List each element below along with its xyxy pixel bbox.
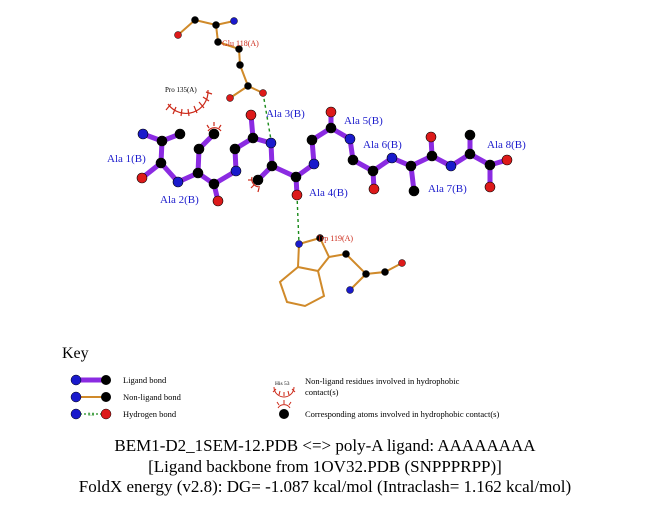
nonligand-residue-labels: Glu 118(A) Pro 135(A) Trp 119(A) [165,39,353,243]
label-trp-119: Trp 119(A) [317,234,353,243]
atom-n [137,128,149,140]
atom-o [174,31,182,39]
atom-n [445,160,457,172]
hydrogen-bonds [262,92,300,245]
key-hydrophobic-residue: His 53 Non-ligand residues involved in h… [272,376,460,398]
atom-n [308,158,320,170]
atom-c [192,167,204,179]
atom-n [386,152,398,164]
atom-c [174,128,186,140]
key-hydrogen-bond-label: Hydrogen bond [123,409,177,419]
atom-c [156,135,168,147]
atom-c [208,178,220,190]
atom-c [208,128,220,140]
key-nonligand-bond: Non-ligand bond [70,391,182,403]
atom-c [381,268,389,276]
atom-o [325,106,337,118]
atom-c [464,148,476,160]
atom-c [266,160,278,172]
atom-c [367,165,379,177]
label-ala-7: Ala 7(B) [428,183,467,195]
key-hydrogen-bond: 3.0 Hydrogen bond [70,408,177,420]
label-ala-8: Ala 8(B) [487,139,526,151]
atom-c [214,38,222,46]
atom-c [484,159,496,171]
key-hbond-distance: 3.0 [88,413,95,418]
atom-c [247,132,259,144]
atom-o [425,131,437,143]
label-ala-5: Ala 5(B) [344,115,383,127]
atom-n [230,17,238,25]
key-hydro-atom-label: Corresponding atoms involved in hydropho… [305,409,499,419]
atom-c [290,171,302,183]
key-legend: Key Ligand bond Non-ligand bond 3.0 Hydr… [62,345,499,420]
label-ala-6: Ala 6(B) [363,139,402,151]
atom-c [235,45,243,53]
atom-n [265,137,277,149]
atom-c [193,143,205,155]
atom-n [230,165,242,177]
atom-c [347,154,359,166]
key-ligand-bond: Ligand bond [70,374,167,386]
caption-line-3: FoldX energy (v2.8): DG= -1.087 kcal/mol… [79,477,571,496]
atom-o [136,172,148,184]
label-pro-135: Pro 135(A) [165,86,197,94]
atom-c [236,61,244,69]
atom-n [295,240,303,248]
atom-c [212,21,220,29]
atom-o [226,94,234,102]
atom-c [325,122,337,134]
ligand-residue-labels: Ala 1(B) Ala 2(B) Ala 3(B) Ala 4(B) Ala … [107,108,526,206]
atom-o [212,195,224,207]
atom-c [252,174,264,186]
atom-o [501,154,513,166]
label-glu-118: Glu 118(A) [222,39,259,48]
pro-135-eyelash-icon [165,91,213,117]
key-hydrophobic-atom: Corresponding atoms involved in hydropho… [276,400,499,419]
ligand-atoms [136,106,513,207]
key-hydro-residue-sample: His 53 [275,381,290,387]
hydrophobic-contacts [165,89,261,193]
atom-c [405,160,417,172]
label-ala-3: Ala 3(B) [266,108,305,120]
atom-c [191,16,199,24]
atom-c [306,134,318,146]
atom-o [291,189,303,201]
atom-c [464,129,476,141]
atom-c [155,157,167,169]
atom-c [316,234,324,242]
atom-c [342,250,350,258]
atom-o [368,183,380,195]
caption-line-1: BEM1-D2_1SEM-12.PDB <=> poly-A ligand: A… [114,436,536,455]
key-hydro-residue-text-2: contact(s) [305,387,339,397]
caption-line-2: [Ligand backbone from 1OV32.PDB (SNPPPRP… [148,457,502,476]
caption: BEM1-D2_1SEM-12.PDB <=> poly-A ligand: A… [79,436,571,496]
atom-n [346,286,354,294]
label-ala-2: Ala 2(B) [160,194,199,206]
atom-o [398,259,406,267]
label-ala-4: Ala 4(B) [309,187,348,199]
atom-c [244,82,252,90]
atom-o [245,109,257,121]
atom-c [229,143,241,155]
atom-c [408,185,420,197]
atom-c [362,270,370,278]
atom-n [172,176,184,188]
key-nonligand-bond-label: Non-ligand bond [123,392,182,402]
atom-o [259,89,267,97]
residue-atoms [174,16,406,294]
label-ala-1: Ala 1(B) [107,153,146,165]
atom-o [484,181,496,193]
key-ligand-bond-label: Ligand bond [123,375,167,385]
atom-c [426,150,438,162]
atom-n [344,133,356,145]
key-hydro-residue-text-1: Non-ligand residues involved in hydropho… [305,376,460,386]
key-title: Key [62,345,89,362]
